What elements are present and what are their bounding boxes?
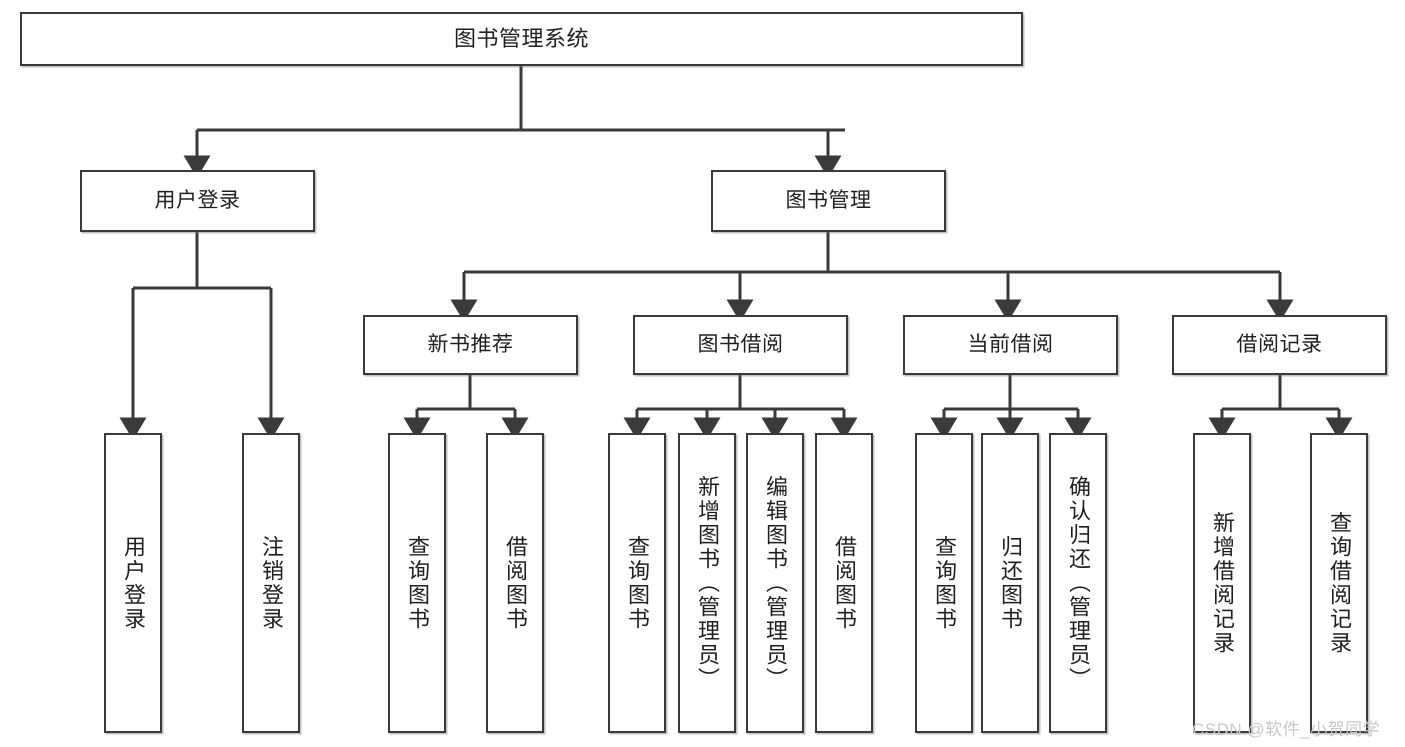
node-borrow-record[interactable]: 借阅记录 bbox=[1172, 315, 1387, 375]
csdn-watermark: CSDN @软件_小贺同学 bbox=[1192, 720, 1381, 739]
leaf-current-confirm-return-admin[interactable]: 确认归还（管理员） bbox=[1049, 433, 1107, 733]
node-label: 图书管理 bbox=[785, 188, 872, 212]
node-label: 归还图书 bbox=[997, 535, 1023, 631]
node-label: 用户登录 bbox=[154, 188, 241, 212]
node-book-borrow[interactable]: 图书借阅 bbox=[633, 315, 848, 375]
node-label: 查询借阅记录 bbox=[1326, 511, 1352, 655]
node-book-management[interactable]: 图书管理 bbox=[711, 170, 946, 232]
leaf-borrow-borrow-book[interactable]: 借阅图书 bbox=[815, 433, 873, 733]
leaf-record-query-record[interactable]: 查询借阅记录 bbox=[1310, 433, 1368, 733]
node-label: 图书管理系统 bbox=[453, 26, 589, 52]
node-label: 借阅图书 bbox=[502, 535, 528, 631]
node-label: 新增图书（管理员） bbox=[694, 475, 720, 691]
leaf-borrow-add-book-admin[interactable]: 新增图书（管理员） bbox=[678, 433, 736, 733]
leaf-borrow-edit-book-admin[interactable]: 编辑图书（管理员） bbox=[746, 433, 804, 733]
leaf-recommend-query-book[interactable]: 查询图书 bbox=[388, 433, 446, 733]
node-label: 借阅记录 bbox=[1236, 332, 1323, 356]
node-new-book-recommend[interactable]: 新书推荐 bbox=[363, 315, 578, 375]
node-label: 查询图书 bbox=[404, 535, 430, 631]
leaf-borrow-query-book[interactable]: 查询图书 bbox=[608, 433, 666, 733]
node-label: 借阅图书 bbox=[831, 535, 857, 631]
leaf-current-return-book[interactable]: 归还图书 bbox=[981, 433, 1039, 733]
node-label: 用户登录 bbox=[120, 535, 146, 631]
leaf-current-query-book[interactable]: 查询图书 bbox=[915, 433, 973, 733]
node-root-system[interactable]: 图书管理系统 bbox=[20, 12, 1023, 66]
node-label: 查询图书 bbox=[624, 535, 650, 631]
leaf-recommend-borrow-book[interactable]: 借阅图书 bbox=[486, 433, 544, 733]
leaf-record-add-record[interactable]: 新增借阅记录 bbox=[1193, 433, 1251, 733]
leaf-user-login-login[interactable]: 用户登录 bbox=[104, 433, 162, 733]
node-label: 编辑图书（管理员） bbox=[762, 475, 788, 691]
node-user-login[interactable]: 用户登录 bbox=[80, 170, 315, 232]
node-label: 图书借阅 bbox=[697, 332, 784, 356]
node-current-borrow[interactable]: 当前借阅 bbox=[903, 315, 1118, 375]
node-label: 当前借阅 bbox=[967, 332, 1054, 356]
node-label: 查询图书 bbox=[931, 535, 957, 631]
leaf-user-login-logout[interactable]: 注销登录 bbox=[242, 433, 300, 733]
node-label: 新书推荐 bbox=[427, 332, 514, 356]
node-label: 确认归还（管理员） bbox=[1065, 475, 1091, 691]
node-label: 新增借阅记录 bbox=[1209, 511, 1235, 655]
node-label: 注销登录 bbox=[258, 535, 284, 631]
